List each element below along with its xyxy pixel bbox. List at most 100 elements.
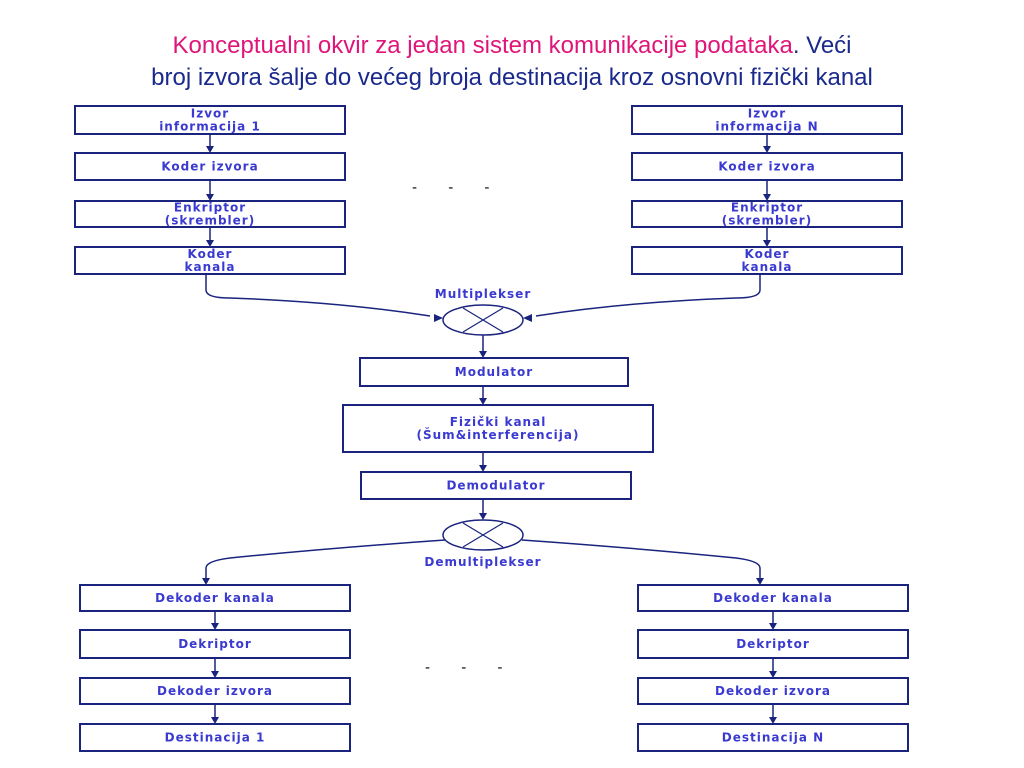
- right-destination-destinacija-n-label: Destinacija N: [722, 731, 824, 745]
- right-source-enkriptor-skrembler-frame: [631, 200, 903, 228]
- title-highlight: Konceptualni okvir za jedan sistem komun…: [172, 32, 793, 59]
- right-to-multiplexer-head: [523, 314, 532, 322]
- left-destination-arrow-2-head: [211, 671, 219, 678]
- demultiplexer-cross: [462, 522, 504, 548]
- left-source-koder-izvora-label: Koder izvora: [161, 160, 258, 174]
- left-destination-dekoder-izvora: Dekoder izvora: [79, 677, 351, 705]
- right-destination-dekoder-izvora-label: Dekoder izvora: [715, 684, 831, 698]
- left-source-koder-izvora-frame: [74, 152, 346, 181]
- demultiplexer-to-left-head: [202, 578, 210, 585]
- left-to-multiplexer-head: [434, 314, 443, 322]
- right-source-koder-kanala-label: Koder: [745, 247, 790, 261]
- left-destination-destinacija-1: Destinacija 1: [79, 723, 351, 752]
- center-fizicki-kanal-sum-interferencija-label: Fizički kanal: [450, 415, 547, 429]
- multiplexer-to-modulator-head: [479, 351, 487, 358]
- left-source-izvor-informacija-1-label: informacija 1: [159, 120, 261, 134]
- left-destination-dekoder-izvora-label: Dekoder izvora: [157, 684, 273, 698]
- demultiplexer-to-right-head: [756, 578, 764, 585]
- demodulator-to-demultiplexer-head: [479, 513, 487, 520]
- left-destination-dekoder-izvora-frame: [79, 677, 351, 705]
- center-demodulator: Demodulator: [360, 471, 632, 500]
- left-destination-arrow-3-head: [211, 717, 219, 724]
- right-source-izvor-informacija-n-label: Izvor: [748, 107, 786, 121]
- center-modulator-frame: [359, 357, 629, 387]
- right-destination-dekoder-izvora-frame: [637, 677, 909, 705]
- right-destination-arrow-3-head: [769, 717, 777, 724]
- center-demodulator-label: Demodulator: [446, 479, 545, 493]
- right-source-koder-izvora-frame: [631, 152, 903, 181]
- center-demodulator-frame: [360, 471, 632, 500]
- right-destination-dekoder-kanala-label: Dekoder kanala: [713, 591, 833, 605]
- diagram-connections: [202, 134, 777, 724]
- right-source-enkriptor-skrembler: Enkriptor(skrembler): [631, 200, 903, 228]
- demultiplexer-to-right-wire: [521, 539, 761, 578]
- right-source-izvor-informacija-n-label: informacija N: [715, 120, 818, 134]
- left-source-koder-kanala-frame: [74, 246, 346, 275]
- channel-to-demodulator-head: [479, 465, 487, 472]
- center-fizicki-kanal-sum-interferencija-label: (Šum&interferencija): [417, 427, 580, 442]
- center-modulator: Modulator: [359, 357, 629, 387]
- left-source-arrow-3-head: [206, 240, 214, 247]
- right-source-koder-kanala-frame: [631, 246, 903, 275]
- right-source-arrow-2-head: [763, 194, 771, 201]
- demultiplexer: [442, 519, 524, 551]
- right-to-multiplexer-wire: [535, 274, 761, 317]
- left-source-koder-izvora: Koder izvora: [74, 152, 346, 181]
- title-line-1: Konceptualni okvir za jedan sistem komun…: [0, 30, 1024, 62]
- right-destination-dekoder-kanala: Dekoder kanala: [637, 584, 909, 612]
- right-destination-dekriptor-label: Dekriptor: [736, 637, 810, 651]
- right-source-enkriptor-skrembler-label: (skrembler): [722, 214, 812, 228]
- multiplexer-label: Multiplekser: [435, 287, 531, 301]
- left-destination-dekriptor-frame: [79, 629, 351, 659]
- multiplexer-cross: [462, 307, 504, 333]
- title-rest: . Veći: [792, 32, 852, 59]
- left-destination-destinacija-1-label: Destinacija 1: [165, 731, 266, 745]
- multiplexer: [442, 304, 524, 336]
- left-source-enkriptor-skrembler: Enkriptor(skrembler): [74, 200, 346, 228]
- left-source-enkriptor-skrembler-frame: [74, 200, 346, 228]
- right-destination-dekriptor: Dekriptor: [637, 629, 909, 659]
- right-source-izvor-informacija-n-frame: [631, 105, 903, 135]
- right-destination-dekoder-kanala-frame: [637, 584, 909, 612]
- left-destination-dekoder-kanala: Dekoder kanala: [79, 584, 351, 612]
- center-fizicki-kanal-sum-interferencija: Fizički kanal(Šum&interferencija): [342, 404, 654, 453]
- right-destination-arrow-2-head: [769, 671, 777, 678]
- modulator-to-channel-head: [479, 398, 487, 405]
- right-destination-arrow-1-head: [769, 623, 777, 630]
- right-source-arrow-3-head: [763, 240, 771, 247]
- right-destination-destinacija-n-frame: [637, 723, 909, 752]
- center-modulator-label: Modulator: [455, 365, 533, 379]
- left-to-multiplexer-wire: [205, 274, 431, 317]
- right-source-arrow-1-head: [763, 146, 771, 153]
- left-destination-dekoder-kanala-label: Dekoder kanala: [155, 591, 275, 605]
- ellipsis-top: - - -: [412, 180, 489, 196]
- right-destination-destinacija-n: Destinacija N: [637, 723, 909, 752]
- left-source-enkriptor-skrembler-label: Enkriptor: [174, 201, 246, 215]
- left-destination-dekriptor-label: Dekriptor: [178, 637, 252, 651]
- title-line-2: broj izvora šalje do većeg broja destina…: [151, 64, 873, 91]
- right-destination-dekriptor-frame: [637, 629, 909, 659]
- left-source-izvor-informacija-1-label: Izvor: [191, 107, 229, 121]
- left-destination-destinacija-1-frame: [79, 723, 351, 752]
- ellipsis-bottom: - - -: [425, 660, 502, 676]
- left-destination-arrow-1-head: [211, 623, 219, 630]
- right-destination-dekoder-izvora: Dekoder izvora: [637, 677, 909, 705]
- left-source-enkriptor-skrembler-label: (skrembler): [165, 214, 255, 228]
- demultiplexer-label: Demultiplekser: [424, 555, 541, 569]
- left-source-koder-kanala-label: kanala: [185, 260, 236, 274]
- demultiplexer-to-left-wire: [205, 539, 446, 578]
- left-source-koder-kanala-label: Koder: [188, 247, 233, 261]
- left-source-arrow-1-head: [206, 146, 214, 153]
- left-destination-dekriptor: Dekriptor: [79, 629, 351, 659]
- right-source-koder-kanala-label: kanala: [742, 260, 793, 274]
- left-destination-dekoder-kanala-frame: [79, 584, 351, 612]
- left-source-izvor-informacija-1-frame: [74, 105, 346, 135]
- right-source-koder-izvora-label: Koder izvora: [718, 160, 815, 174]
